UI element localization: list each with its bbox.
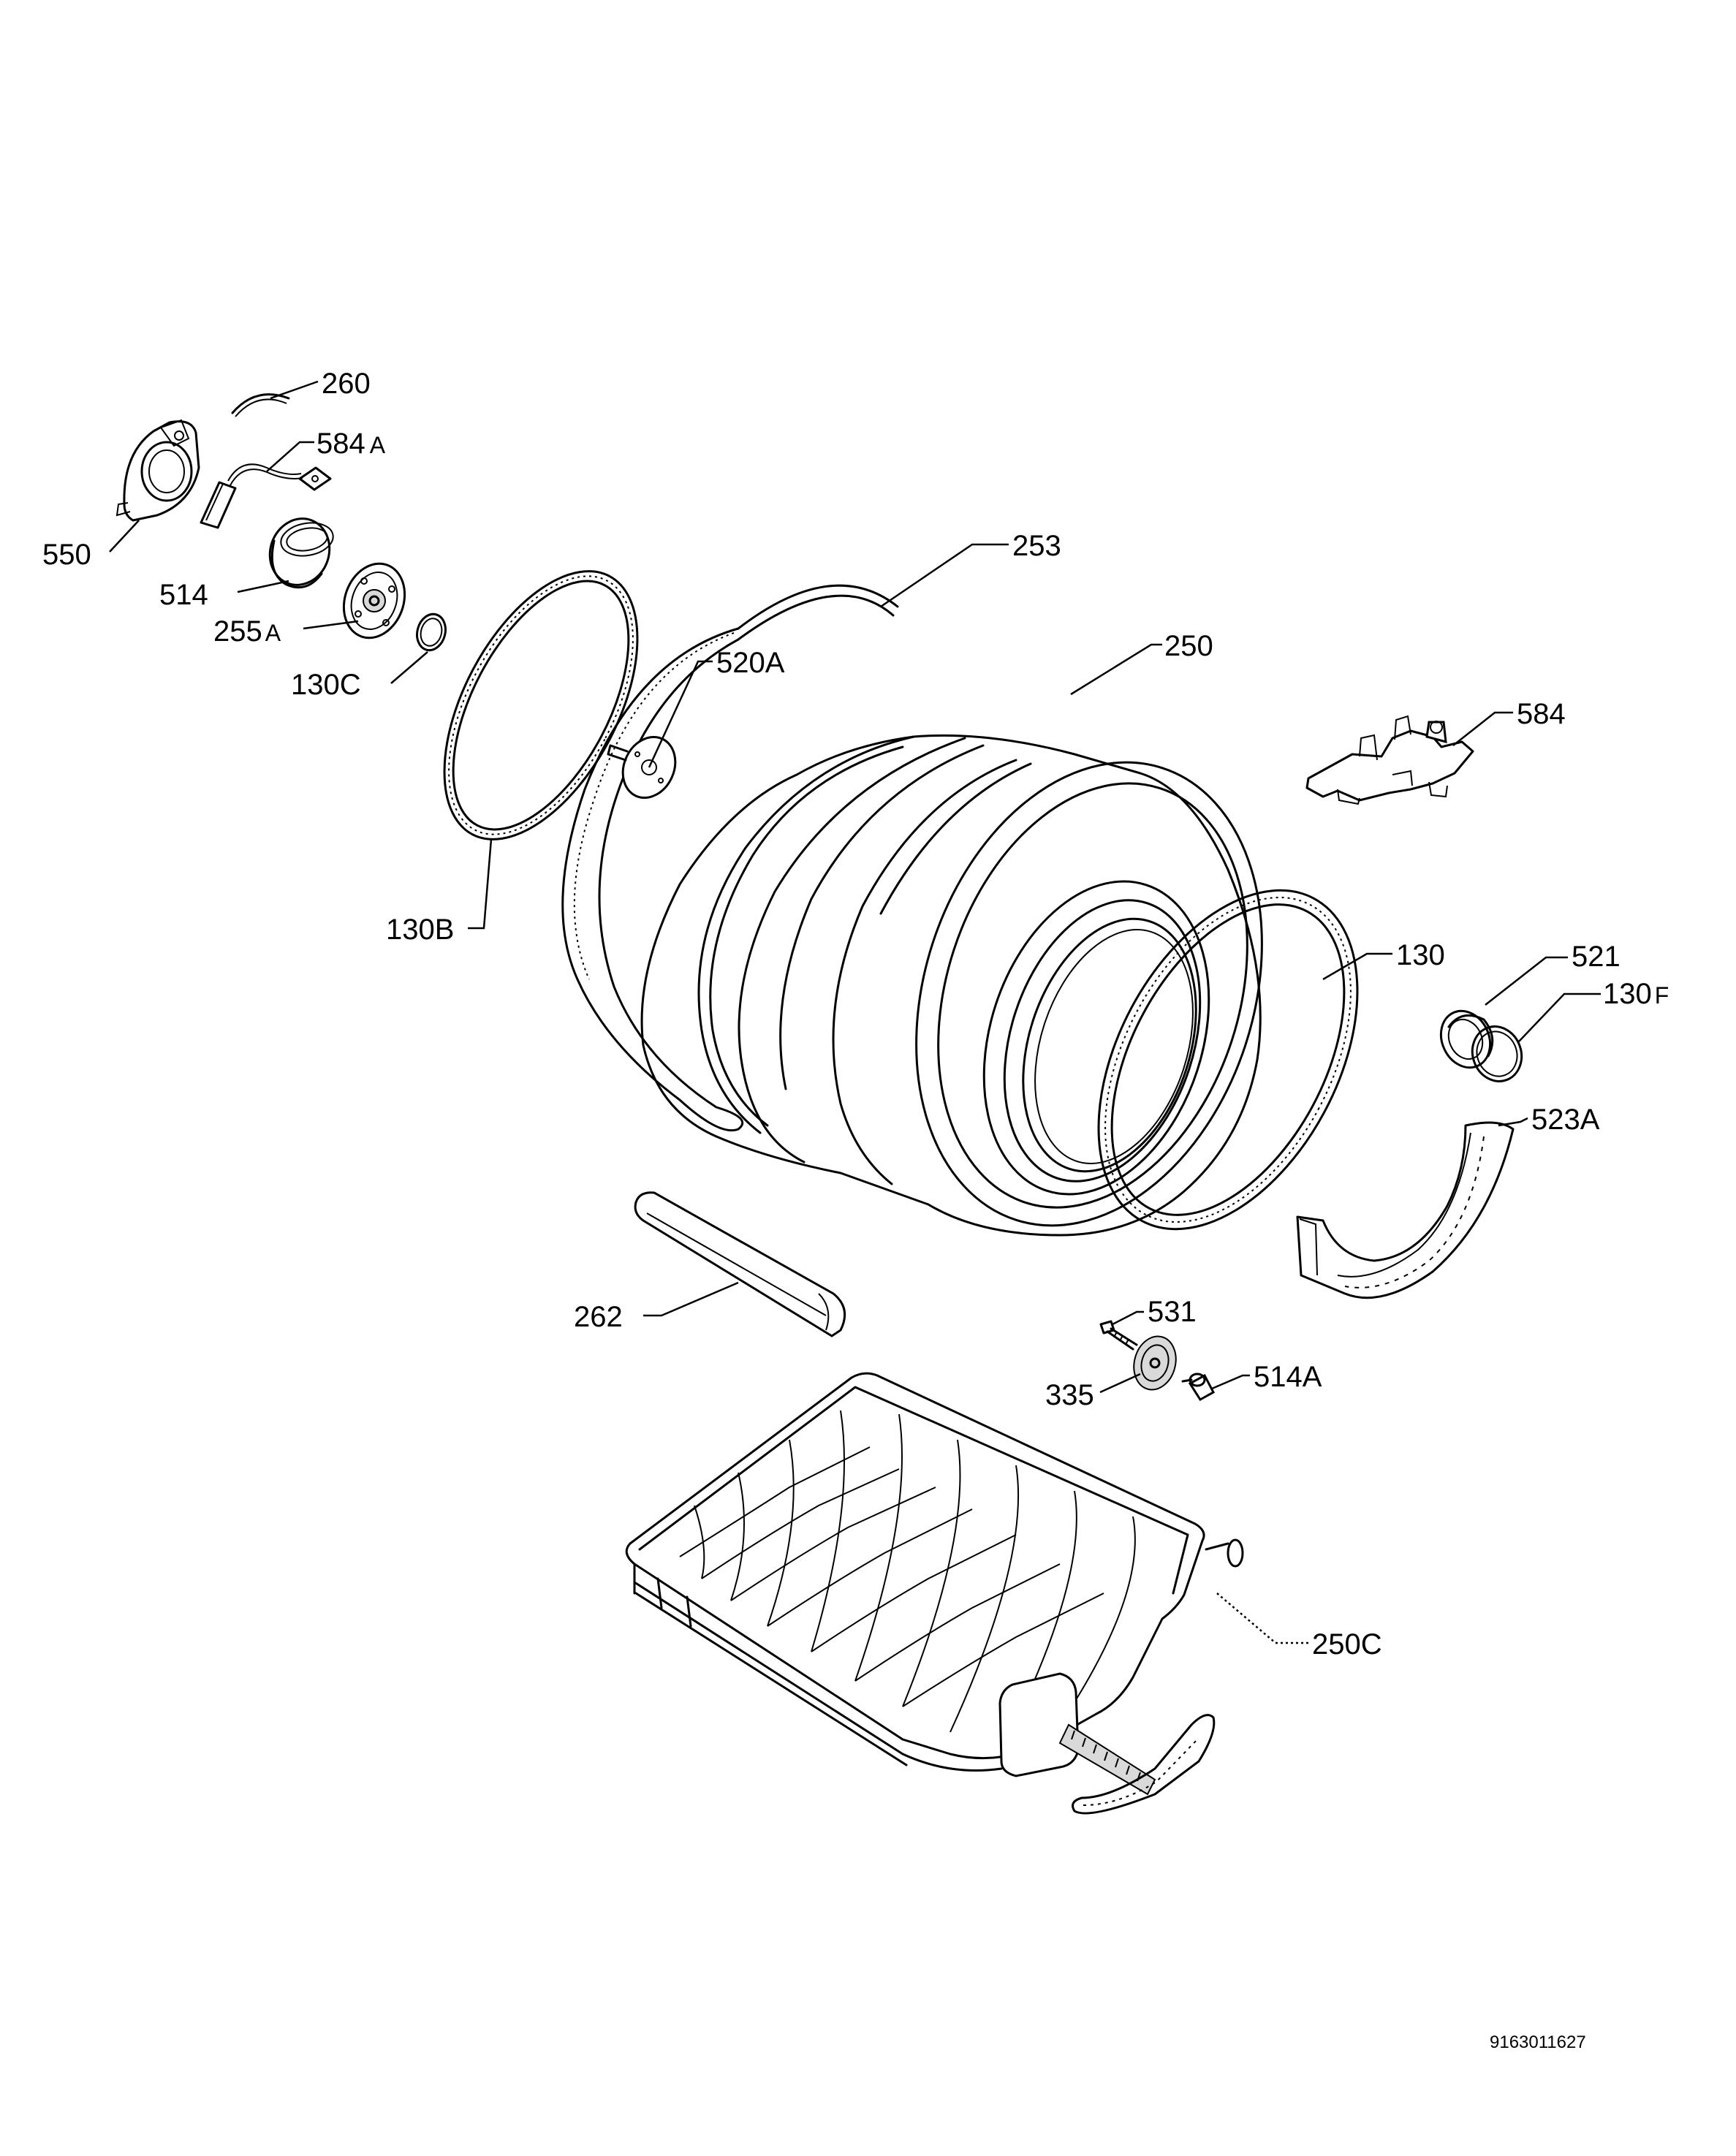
leader-lines (109, 380, 1601, 1644)
part-262-lifter (634, 1191, 846, 1337)
leader-253 (880, 543, 1009, 608)
label-523A: 523A (1531, 1104, 1600, 1136)
label-130C: 130C (291, 669, 361, 701)
leader-520A (648, 660, 713, 768)
leader-130F (1518, 992, 1601, 1042)
label-550: 550 (42, 539, 91, 571)
leader-250 (1070, 643, 1162, 696)
leader-255A (303, 620, 359, 630)
label-253: 253 (1012, 530, 1061, 562)
part-584-bracket (1305, 715, 1474, 805)
part-521-cap (1439, 1009, 1494, 1069)
leader-514A (1211, 1374, 1250, 1390)
part-520A-support (607, 735, 677, 800)
part-130B-rear-seal (443, 570, 639, 840)
part-253-drum-band (561, 584, 899, 1132)
leader-335 (1099, 1373, 1141, 1394)
part-335-wheel (1133, 1335, 1177, 1391)
label-250C: 250C (1312, 1628, 1382, 1660)
part-523A-support (1296, 1121, 1515, 1299)
leader-130 (1322, 952, 1392, 981)
label-514: 514 (159, 579, 208, 611)
part-250-drum (640, 734, 1263, 1237)
part-514-bushing (268, 517, 334, 589)
label-130B: 130B (386, 914, 454, 946)
label-260: 260 (322, 368, 371, 400)
leader-250C (1216, 1593, 1308, 1644)
leader-584A (266, 441, 314, 472)
leader-262 (643, 1281, 739, 1317)
part-514A-bushing (1181, 1373, 1216, 1401)
label-521: 521 (1572, 941, 1621, 973)
part-130-front-seal (1097, 889, 1359, 1231)
part-531-screw (1099, 1320, 1138, 1351)
part-260-clip (231, 393, 290, 417)
leader-584 (1452, 711, 1513, 746)
leader-531 (1112, 1310, 1144, 1326)
leader-130B (468, 838, 493, 930)
leader-521 (1485, 956, 1568, 1006)
label-250: 250 (1164, 630, 1213, 662)
part-130C-ring (416, 612, 447, 652)
leader-514 (237, 580, 289, 593)
part-255A-flange (342, 562, 406, 639)
label-520A: 520A (716, 647, 785, 679)
label-335: 335 (1045, 1379, 1094, 1411)
label-130: 130 (1396, 939, 1445, 971)
leader-260 (270, 380, 319, 400)
leader-130C (390, 651, 428, 684)
part-584A-sensor (200, 463, 332, 529)
part-250C-drying-rack (625, 1372, 1244, 1815)
label-584: 584 (1517, 698, 1566, 730)
label-514A: 514A (1254, 1361, 1322, 1393)
part-550-bracket (115, 419, 200, 522)
label-262: 262 (574, 1301, 623, 1333)
part-130F-ring (1471, 1025, 1523, 1082)
document-id: 9163011627 (1490, 2032, 1586, 2052)
leader-523A (1498, 1117, 1528, 1127)
leader-550 (109, 520, 140, 553)
label-531: 531 (1148, 1296, 1197, 1328)
